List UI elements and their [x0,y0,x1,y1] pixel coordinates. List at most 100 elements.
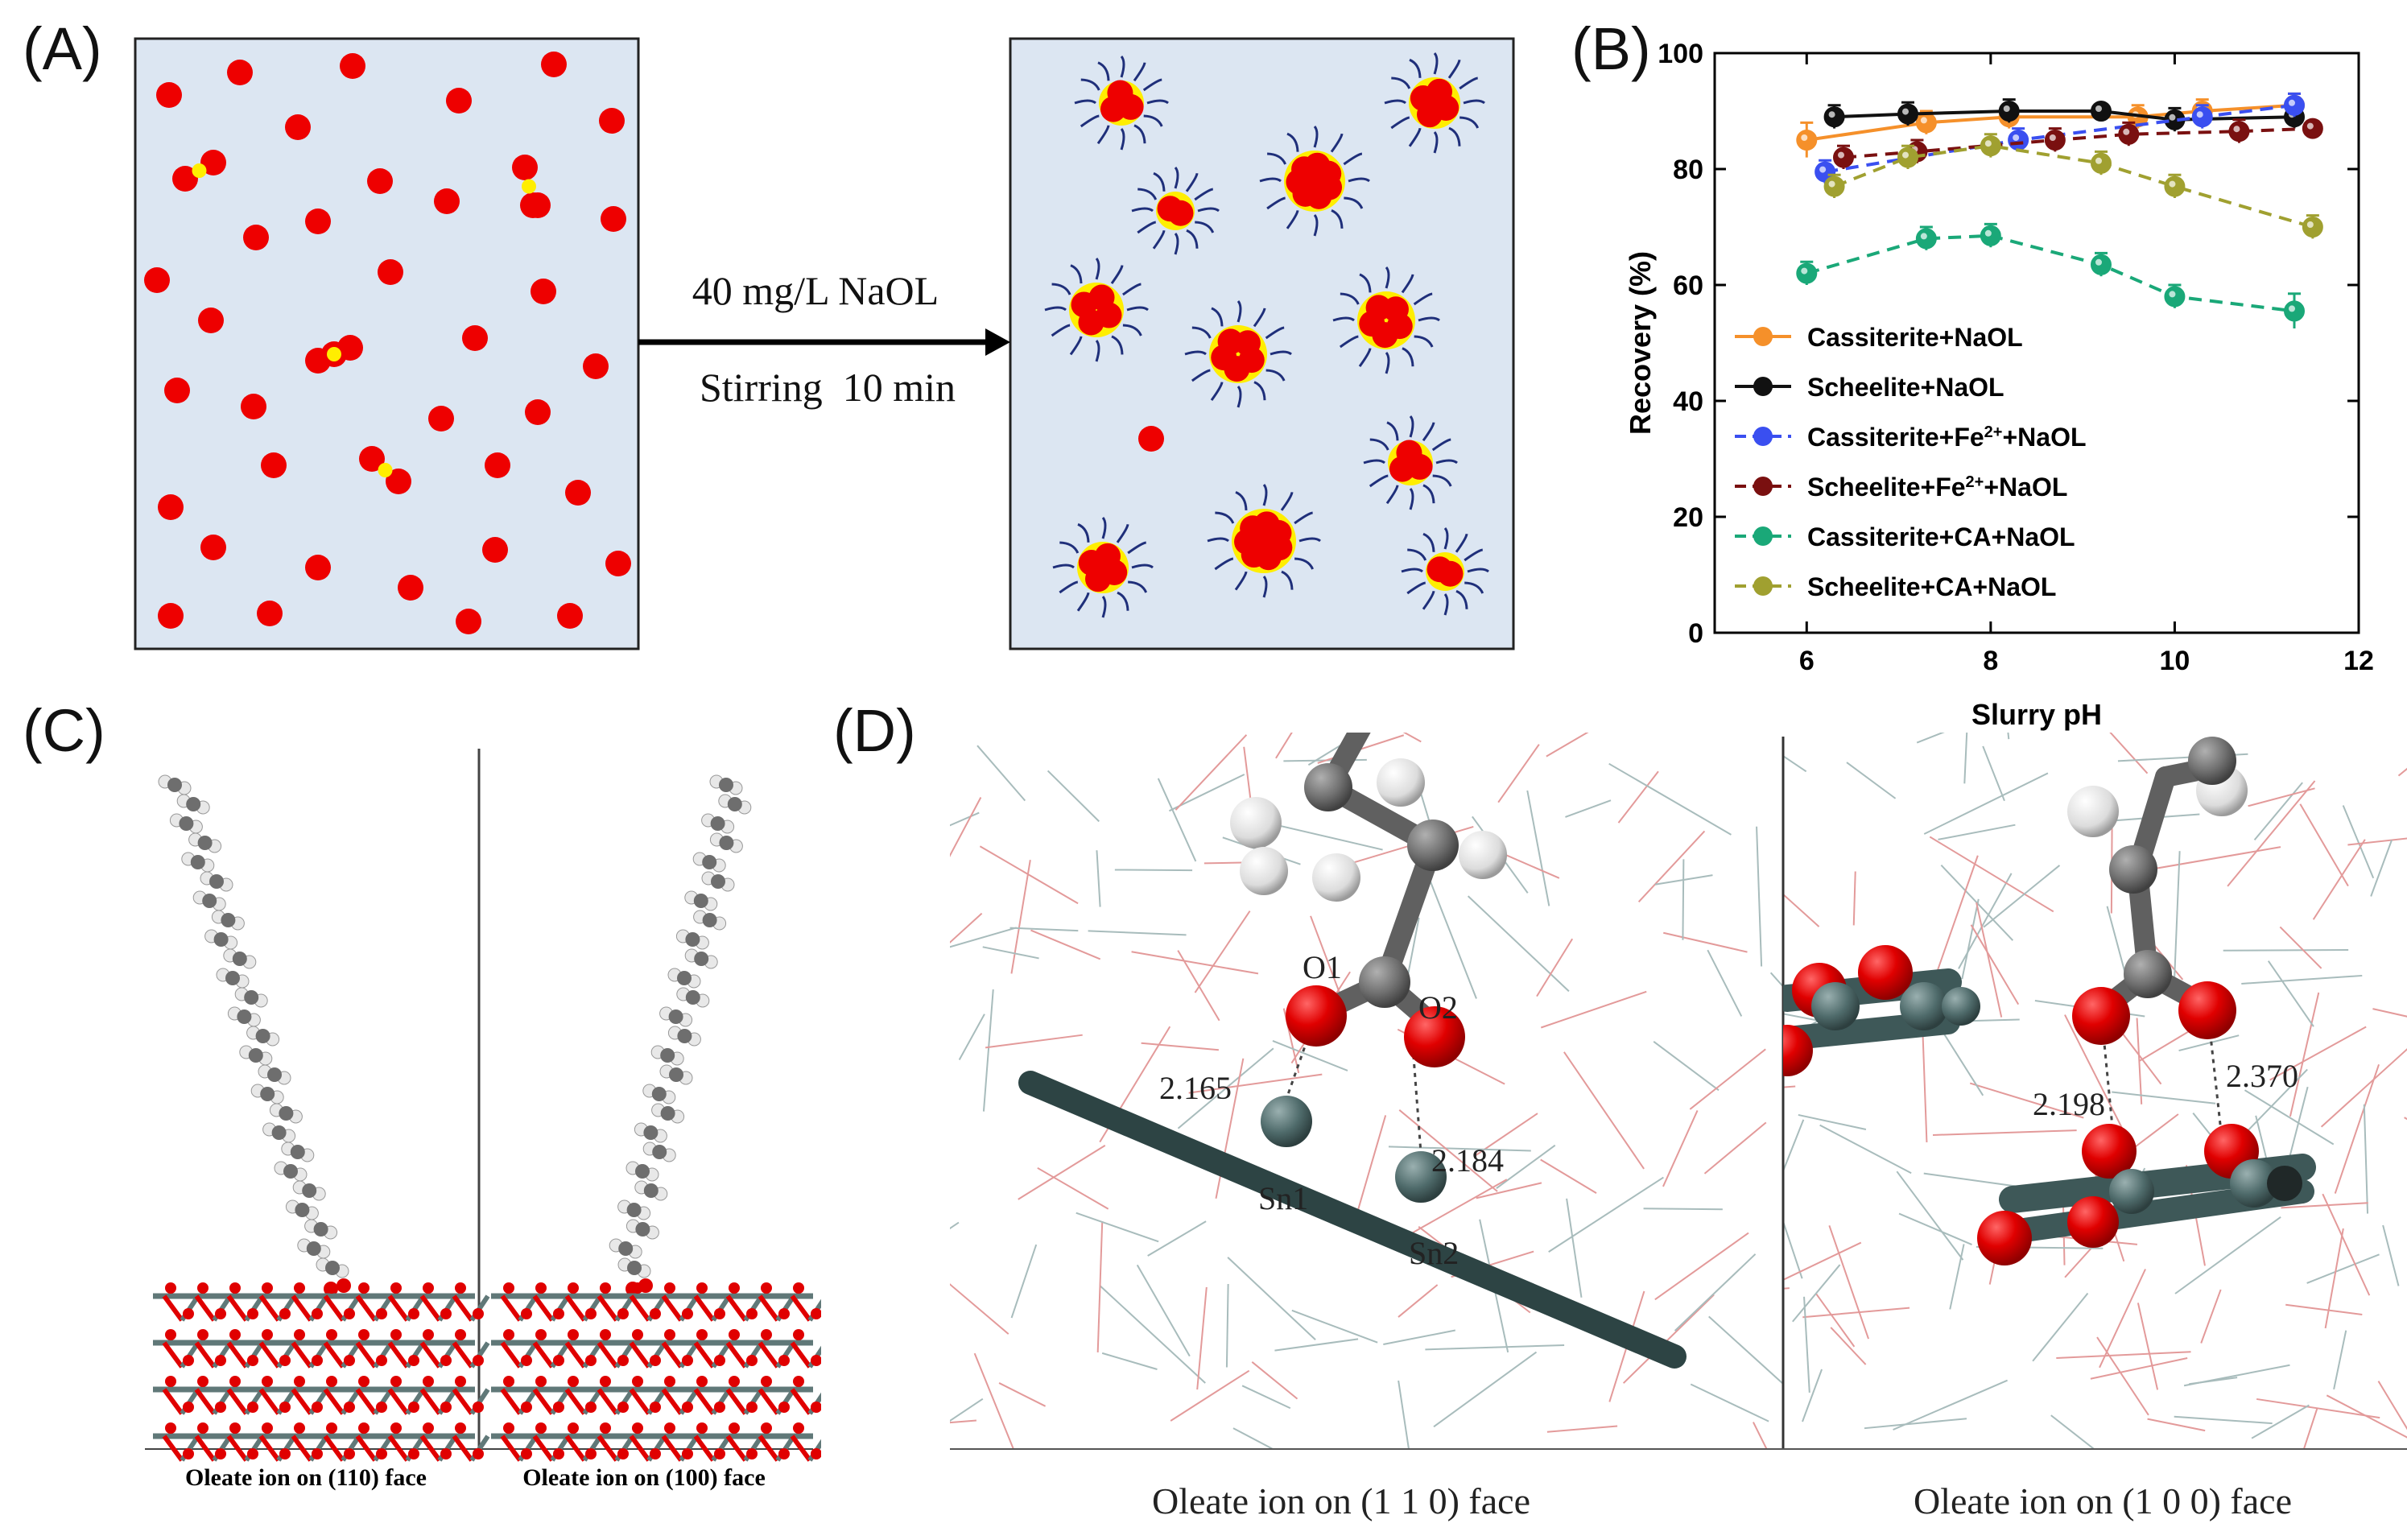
x-tick-label: 6 [1799,646,1815,676]
legend-label: Scheelite+CA+NaOL [1807,572,2056,601]
mineral-particle [158,494,184,520]
mineral-particle [482,537,508,563]
series-line [1833,144,2314,229]
mineral-particle [605,551,631,576]
floc [1044,258,1149,362]
floc [1207,484,1321,598]
data-point [2302,217,2323,237]
mineral-particle [305,348,331,374]
mineral-particle [340,53,365,79]
series-4 [1796,222,2305,328]
bond-distance-2198: 2.198 [2033,1086,2105,1122]
mineral-particle [456,609,481,634]
mineral-particle [198,308,224,333]
legend-marker [1753,526,1773,546]
mineral-particle [1157,196,1183,222]
mineral-particle [599,108,625,134]
floc [1363,415,1458,510]
process-arrowhead [985,328,1010,356]
data-point [2284,94,2305,116]
mineral-particle [359,446,385,472]
data-point [1796,130,1818,151]
legend-label: Cassiterite+Fe2++NaOL [1807,423,2087,452]
data-point [2228,121,2250,142]
oleate-chain-110 [158,774,351,1296]
lattice-100 [491,1282,821,1462]
x-tick-label: 12 [2343,646,2374,676]
data-point [1980,135,2001,157]
legend-entry: Scheelite+Fe2++NaOL [1735,473,2067,502]
series-5 [1823,133,2323,239]
mineral-particle [241,394,266,419]
mineral-particle [1396,440,1422,466]
legend-marker [1753,576,1773,596]
data-point [2091,254,2112,275]
x-axis-label: Slurry pH [1971,698,2102,731]
mineral-particle [1234,330,1261,357]
arrow-label-stirring: Stirring 10 min [700,365,956,410]
mineral-particle [1302,168,1327,194]
data-point [2091,101,2112,122]
y-tick-label: 0 [1688,618,1703,649]
lattice-wireframe-110 [950,733,1783,1449]
data-point [2008,130,2029,151]
x-tick-label: 10 [2160,646,2190,676]
panel-d-letter: (D) [833,697,916,764]
data-point [1897,147,1918,168]
atom-label-sn2: Sn2 [1409,1235,1459,1271]
data-point [1915,228,1937,250]
mineral-particle [337,335,363,361]
mineral-particle [158,603,184,629]
series-line [1806,103,2295,142]
atom-label-o2: O2 [1418,989,1458,1026]
floc [1332,266,1440,374]
mineral-particle [462,325,488,351]
data-point [2284,300,2305,322]
y-tick-label: 100 [1658,39,1703,69]
floc [1052,517,1154,618]
data-point [1796,262,1818,284]
dispersed-particles [144,52,631,634]
series-line [1843,126,2313,159]
caption-110-face-d: Oleate ion on (1 1 0) face [1152,1480,1530,1521]
aggregated-particles [1044,52,1489,618]
legend-marker [1753,427,1773,446]
mineral-particle [164,378,190,403]
data-point [1823,106,1845,128]
panel-b-letter: (B) [1571,15,1651,82]
data-point [2044,130,2066,151]
panel-a-letter: (A) [23,15,102,82]
mineral-particle [200,535,226,560]
mineral-particle [378,259,403,285]
mineral-particle [583,353,609,379]
mineral-particle [428,406,454,431]
mineral-particle [557,603,583,629]
legend-entry: Cassiterite+NaOL [1735,323,2023,352]
mineral-particle [1426,78,1452,105]
mineral-particle [200,150,226,175]
mineral-particle [1094,543,1121,569]
data-point [1980,225,2001,246]
data-point [1897,103,1918,125]
panel-d-binding-geometry: O1 O2 2.165 2.184 Sn1 Sn2 [950,733,2407,1521]
series-line [1824,103,2295,174]
mineral-particle [541,52,567,77]
mineral-particle [172,166,198,192]
mineral-particle [1088,284,1115,311]
mineral-particle [156,82,182,108]
legend-label: Cassiterite+CA+NaOL [1807,522,2075,551]
legend-label: Scheelite+NaOL [1807,373,2004,402]
panel-c-molecular-models: Oleate ion on (110) face Oleate ion on (… [145,749,821,1491]
data-point [1998,101,2020,122]
mineral-particle [520,192,546,218]
mineral-particle [367,168,393,194]
y-tick-label: 40 [1673,386,1703,417]
legend-entry: Cassiterite+Fe2++NaOL [1735,423,2087,452]
caption-100-face: Oleate ion on (100) face [522,1464,766,1491]
mineral-particle [525,399,551,425]
y-tick-label: 80 [1673,155,1703,185]
legend-entry: Scheelite+CA+NaOL [1735,572,2056,601]
floc [1401,527,1489,616]
mineral-particle [261,452,287,478]
